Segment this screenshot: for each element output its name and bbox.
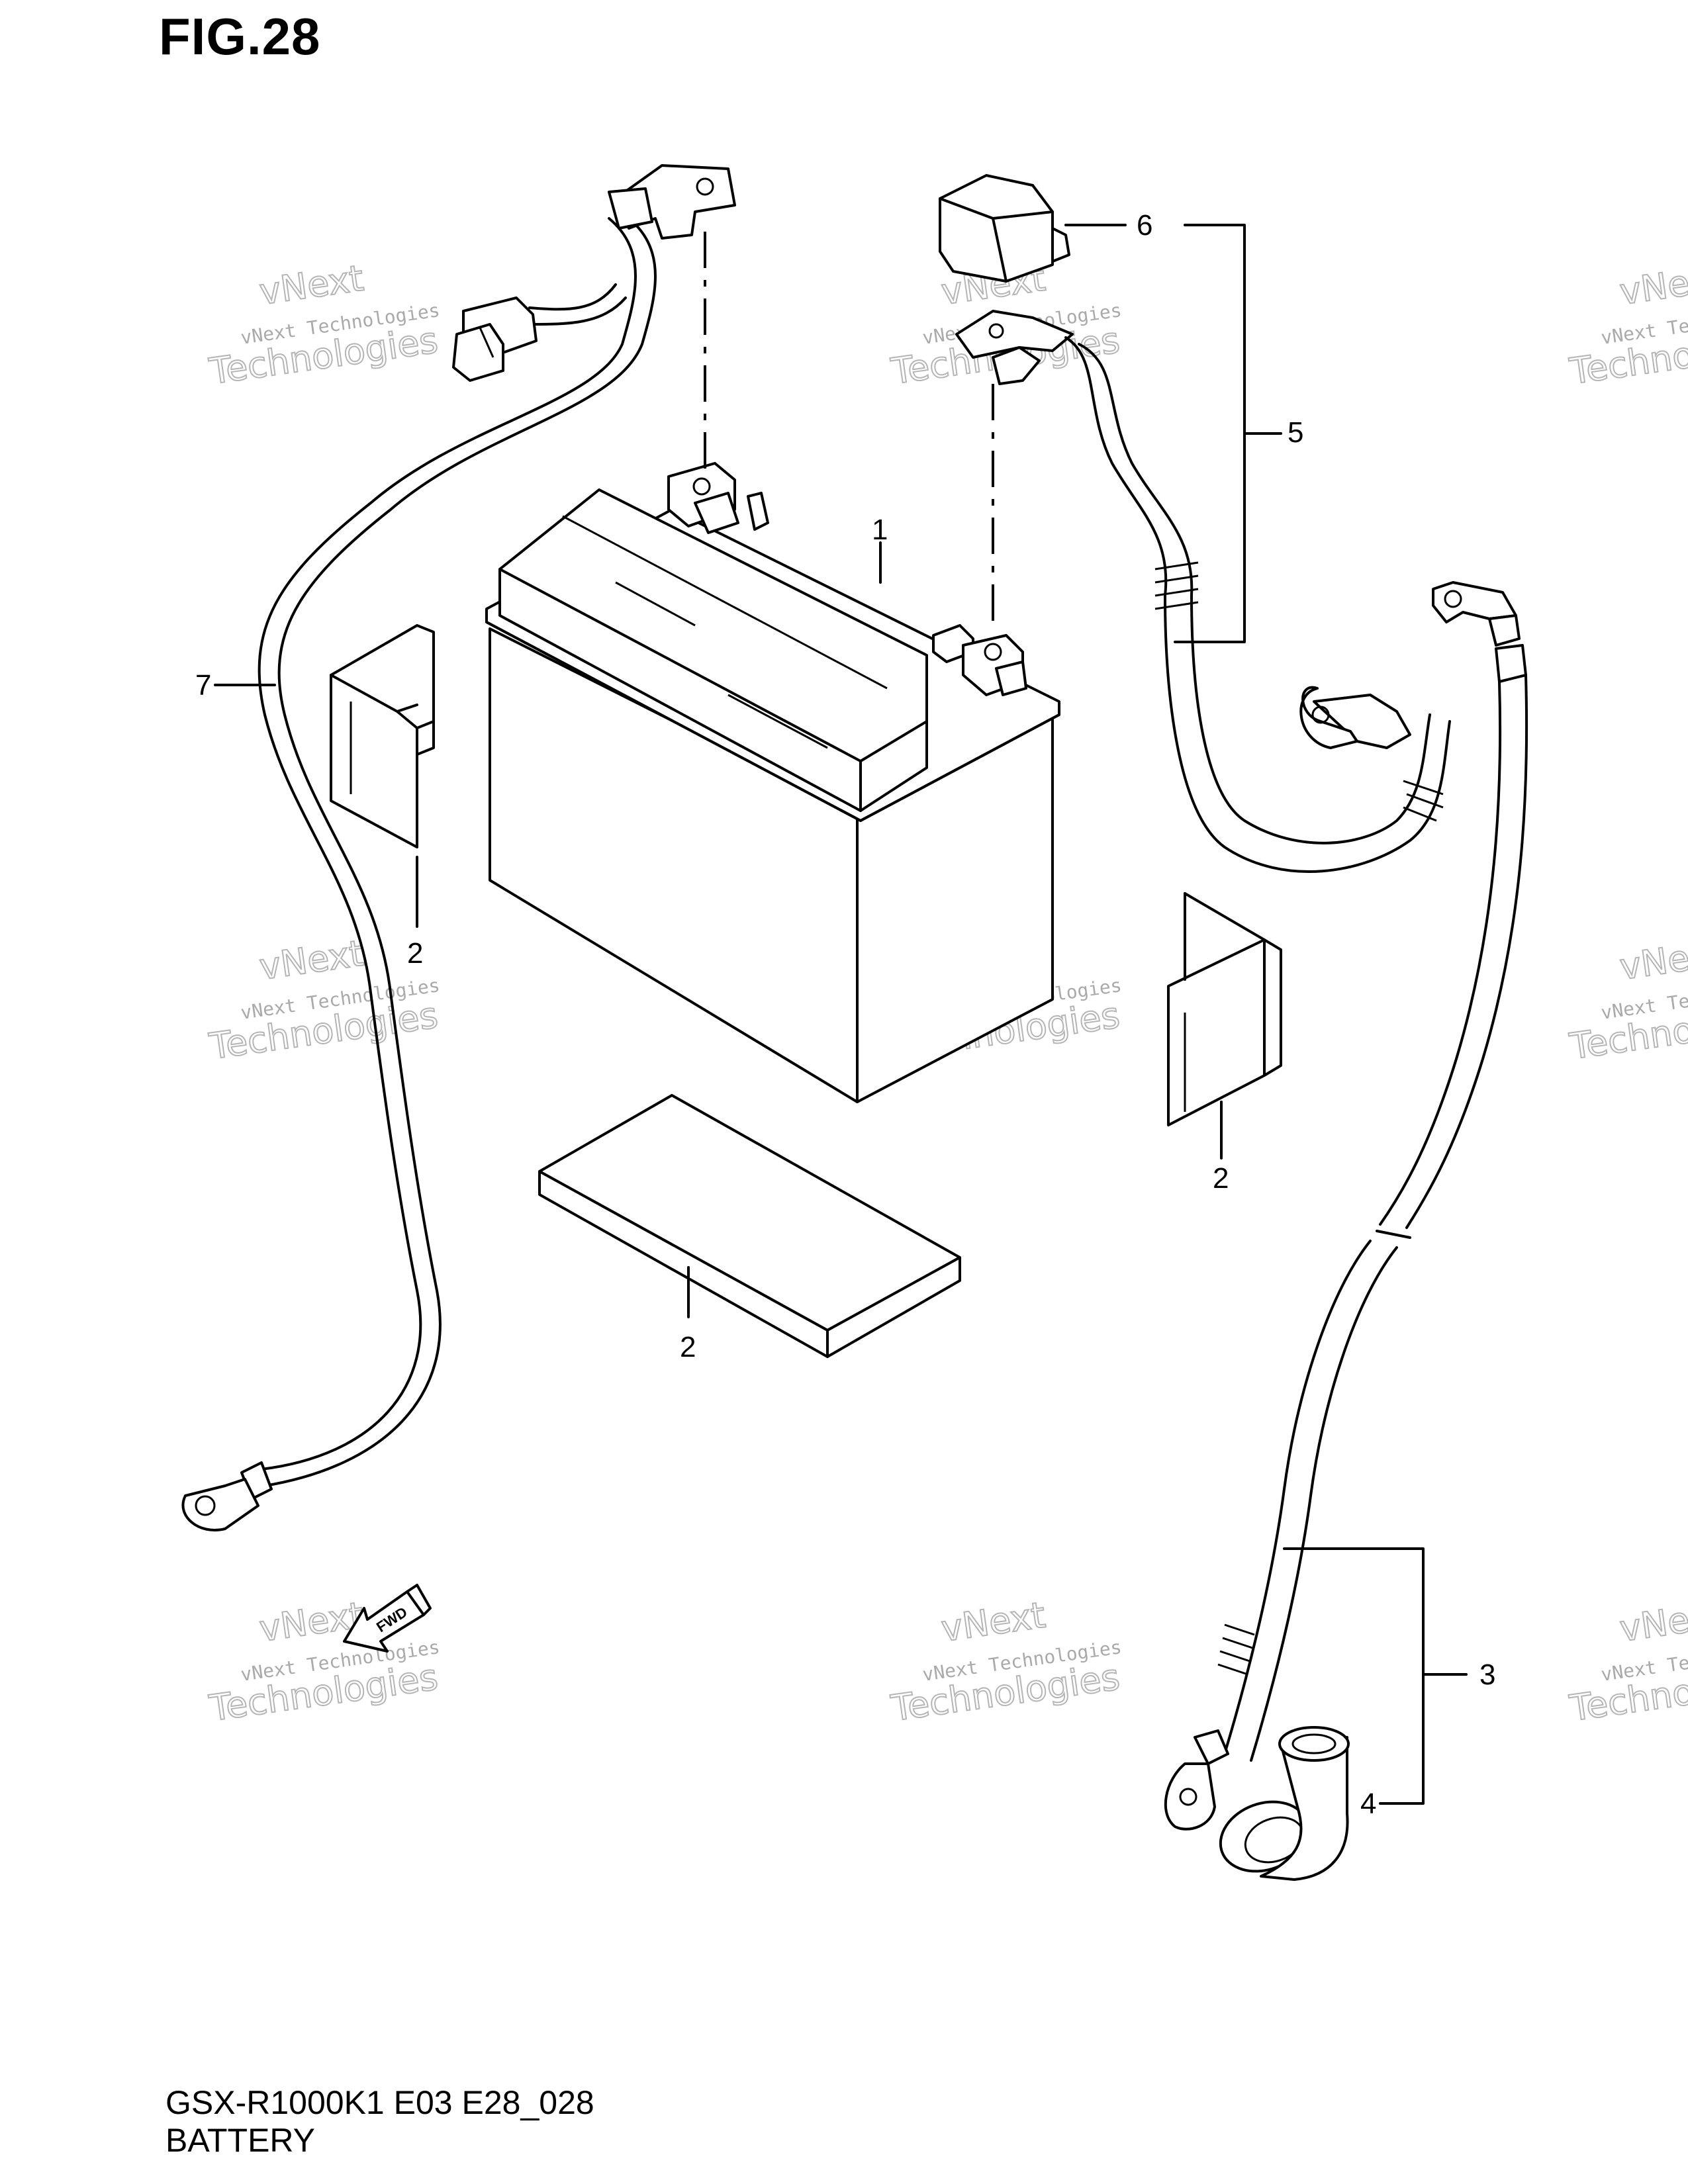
- part-3-cable: [1164, 581, 1528, 1831]
- part-7-negative-cable: [181, 164, 736, 1531]
- callout-1: 1: [872, 514, 888, 546]
- figure-caption: BATTERY: [165, 2122, 315, 2159]
- part-1-battery: [485, 462, 1060, 1103]
- callout-6: 6: [1137, 209, 1152, 242]
- leader-lines: [214, 224, 1468, 1805]
- svg-text:vNext: vNext: [1617, 933, 1688, 988]
- watermark-9: vNext Technologies vNext Technologies: [1566, 1594, 1688, 1730]
- watermark-1: vNext Technologies vNext Technologies: [206, 257, 441, 393]
- callout-5: 5: [1288, 416, 1303, 449]
- svg-text:vNext: vNext: [939, 1594, 1048, 1650]
- callouts: 1 2 2 2 3 4 5 6 7: [195, 209, 1495, 1820]
- callout-3: 3: [1479, 1659, 1495, 1691]
- model-code: GSX-R1000K1 E03 E28_028: [165, 2084, 594, 2121]
- part-5-positive-cable: [955, 310, 1451, 873]
- watermark-3: vNext Technologies vNext Technologies: [1566, 257, 1688, 393]
- callout-2a: 2: [407, 937, 423, 970]
- svg-text:vNext: vNext: [257, 933, 366, 988]
- part-2-pad-left: [330, 624, 435, 848]
- svg-text:vNext: vNext: [1617, 257, 1688, 313]
- part-4-boot: [1219, 1726, 1350, 1881]
- watermark-8: vNext Technologies vNext Technologies: [888, 1594, 1123, 1730]
- part-6-terminal-cover: [939, 174, 1070, 283]
- svg-text:vNext: vNext: [257, 257, 366, 313]
- part-2-pad-right: [1167, 892, 1282, 1126]
- callout-2b: 2: [1213, 1162, 1229, 1195]
- assembly-lines: [704, 232, 994, 632]
- watermark-4: vNext Technologies vNext Technologies: [206, 932, 441, 1068]
- watermark-6: vNext Technologies vNext Technologies: [1566, 932, 1688, 1068]
- callout-4: 4: [1360, 1788, 1376, 1820]
- callout-7: 7: [195, 669, 211, 702]
- callout-2c: 2: [680, 1331, 696, 1363]
- figure-title: FIG.28: [159, 7, 321, 66]
- part-2-pad-bottom: [538, 1094, 961, 1358]
- svg-text:vNext: vNext: [1617, 1594, 1688, 1650]
